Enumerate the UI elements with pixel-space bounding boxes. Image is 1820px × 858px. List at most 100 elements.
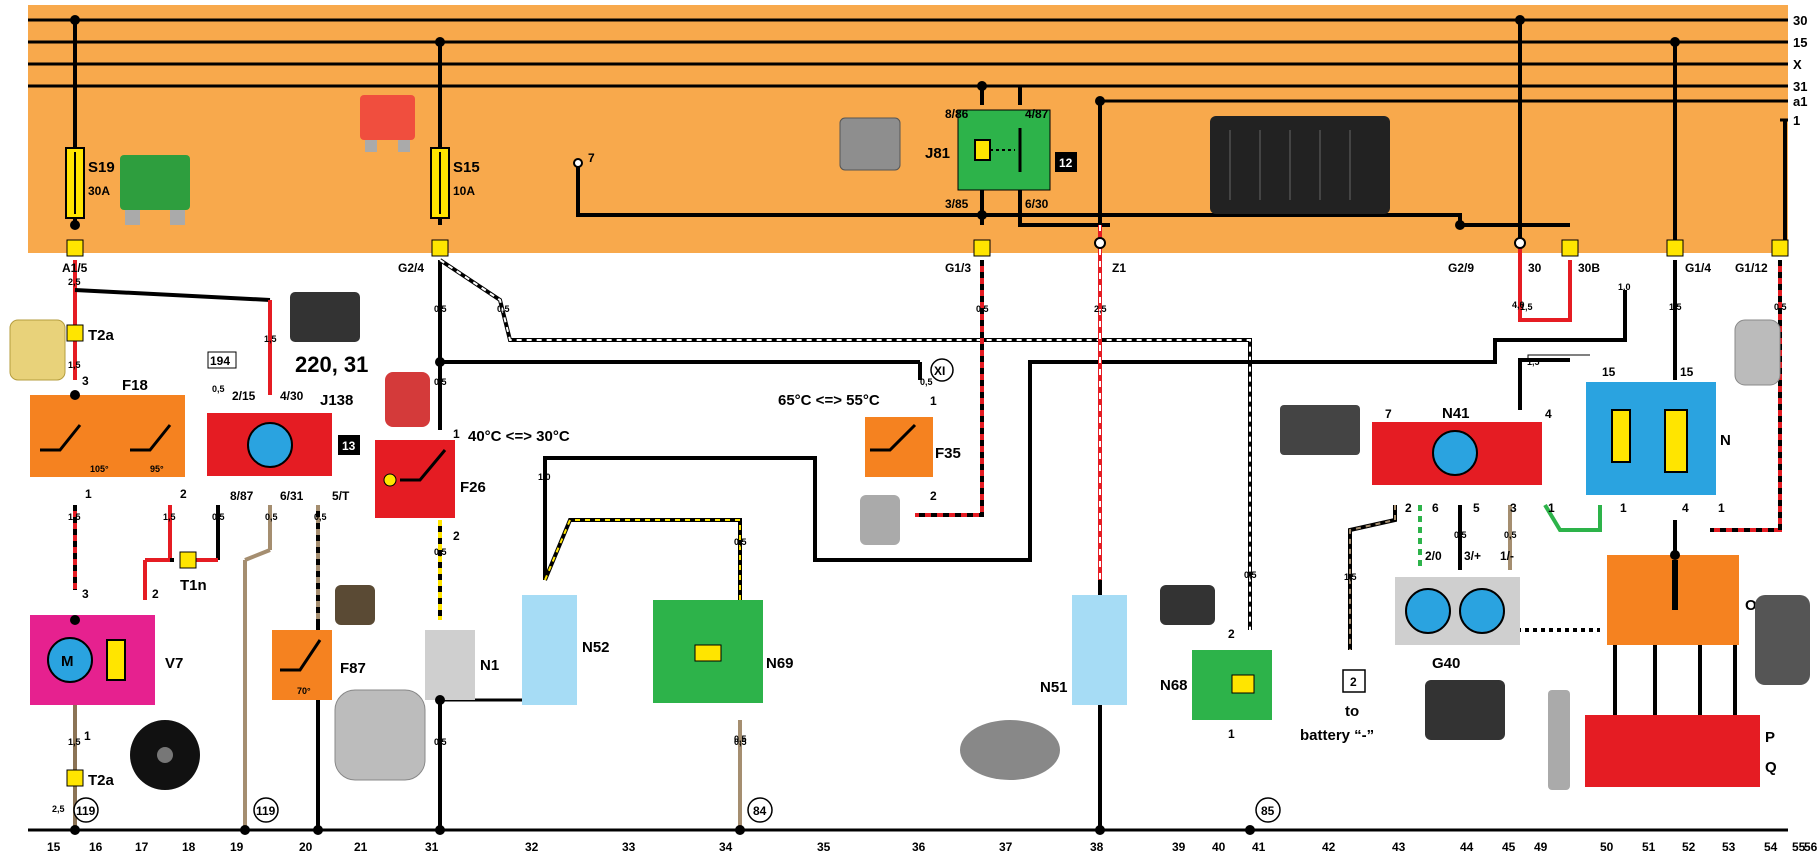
g40-pin-20: 2/0 (1425, 549, 1442, 563)
ref-84: 84 (753, 804, 767, 818)
point-7-label: 7 (588, 151, 595, 165)
column-number: 36 (912, 840, 926, 854)
thermo-switch-f26: F26 1 2 (375, 427, 486, 543)
rail-x-label: X (1793, 57, 1802, 72)
f26-label: F26 (460, 479, 486, 496)
f18-temp-2: 95° (150, 464, 164, 474)
wire-size: 1,5 (1669, 302, 1682, 312)
relay-j81-pin-87: 4/87 (1025, 107, 1049, 121)
g40-pin-1: 1/- (1500, 549, 1514, 563)
heater-n52: N52 (522, 595, 610, 705)
f26-photo (385, 372, 430, 427)
relay-j81: J81 8/86 4/87 3/85 6/30 12 (925, 107, 1077, 211)
column-number: 20 (299, 840, 313, 854)
connector-t1n: T1n (180, 577, 207, 594)
junction-dots (70, 15, 1680, 835)
n-pin-1a: 1 (1620, 501, 1627, 515)
n52-label: N52 (582, 639, 610, 656)
column-number: 42 (1322, 840, 1336, 854)
column-number: 38 (1090, 840, 1104, 854)
ignition-coil-n: N 15 15 1 4 1 (1586, 365, 1731, 515)
n41-pin-4: 4 (1545, 407, 1552, 421)
j138-pin-215: 2/15 (232, 389, 256, 403)
column-number: 51 (1642, 840, 1656, 854)
column-number: 40 (1212, 840, 1226, 854)
n41-pin-3: 3 (1510, 501, 1517, 515)
fuse-s19-name: S19 (88, 159, 115, 176)
j138-pin-887: 8/87 (230, 489, 254, 503)
connector-a1-5: A1/5 (62, 261, 88, 275)
thermo-switch-f87: F87 70° (272, 630, 366, 700)
n41-pin-1: 1 (1548, 501, 1555, 515)
n68-pin-1: 1 (1228, 727, 1235, 741)
n-pin-15a: 15 (1602, 365, 1616, 379)
column-number: 34 (719, 840, 733, 854)
n68-label: N68 (1160, 677, 1188, 694)
wire-size: 1,5 (1344, 572, 1357, 582)
n68-pin-2: 2 (1228, 627, 1235, 641)
distributor-photo (1755, 595, 1810, 685)
v7-pin-1: 1 (84, 729, 91, 743)
rail-1-label: 1 (1793, 113, 1800, 128)
fuse-s15-name: S15 (453, 159, 480, 176)
n-pin-4: 4 (1682, 501, 1689, 515)
thermo-switch-f35: F35 1 2 (865, 394, 961, 503)
ref-119b: 119 (256, 804, 276, 818)
wire-size: 0,5 (497, 304, 510, 314)
wire-size-labels: 2,5 1,5 1,5 1,5 1,5 2,5 0,5 0,5 0,5 0,5 … (52, 277, 1787, 814)
fuse-s15: S15 10A (430, 147, 480, 219)
n41-pin-7: 7 (1385, 407, 1392, 421)
f35-label: F35 (935, 445, 961, 462)
wire-size: 0,5 (1774, 302, 1787, 312)
hall-sender-g40: G40 2/0 3/+ 1/- (1395, 549, 1520, 672)
valve-n69: N69 (653, 600, 794, 703)
n41-pin-5: 5 (1473, 501, 1480, 515)
valve-n68: N68 2 1 (1160, 627, 1272, 741)
v7-pin-3: 3 (82, 587, 89, 601)
f35-photo (860, 495, 900, 545)
wire-size: 1,5 (264, 334, 277, 344)
column-number: 21 (354, 840, 368, 854)
wire-size: 0,5 (212, 512, 225, 522)
heater-n51: N51 (1040, 595, 1127, 705)
coil-photo (1734, 319, 1781, 386)
wire-size: 0,5 (434, 547, 447, 557)
column-number: 43 (1392, 840, 1406, 854)
f18-pin-1: 1 (85, 487, 92, 501)
connector-g1-3: G1/3 (945, 261, 971, 275)
fuse-box-photo (1210, 116, 1390, 214)
rail-15-label: 15 (1793, 35, 1807, 50)
wire-size: 0,5 (265, 512, 278, 522)
f26-pin-1: 1 (453, 427, 460, 441)
pump-photo (334, 689, 426, 781)
j138-pin-631: 6/31 (280, 489, 304, 503)
rail-31-label: 31 (1793, 79, 1807, 94)
fan-photo (130, 720, 200, 790)
relay-j81-pin-30: 6/30 (1025, 197, 1049, 211)
heater-n1: N1 (425, 630, 499, 700)
j138-label: J138 (320, 392, 353, 409)
f26-pin-2: 2 (453, 529, 460, 543)
wire-size: 0,5 (976, 304, 989, 314)
column-number: 53 (1722, 840, 1736, 854)
connector-z1: Z1 (1112, 261, 1126, 275)
column-number: 33 (622, 840, 636, 854)
j138-note: 220, 31 (295, 352, 368, 377)
f35-pin-2: 2 (930, 489, 937, 503)
n41-label: N41 (1442, 405, 1470, 422)
relay-j81-label: J81 (925, 145, 950, 162)
fuse-s19-rating: 30A (88, 184, 110, 198)
p-label: P (1765, 729, 1775, 746)
wire-size: 0,5 (1454, 530, 1467, 540)
column-number: 52 (1682, 840, 1696, 854)
connector-30: 30 (1528, 261, 1542, 275)
connector-t2a-top: T2a (88, 327, 115, 344)
wire-size: 1,5 (68, 512, 81, 522)
distributor-o: O (1607, 555, 1757, 645)
n1-label: N1 (480, 657, 499, 674)
o-label: O (1745, 597, 1757, 614)
n-pin-1b: 1 (1718, 501, 1725, 515)
wire-size: 1,5 (1520, 302, 1533, 312)
